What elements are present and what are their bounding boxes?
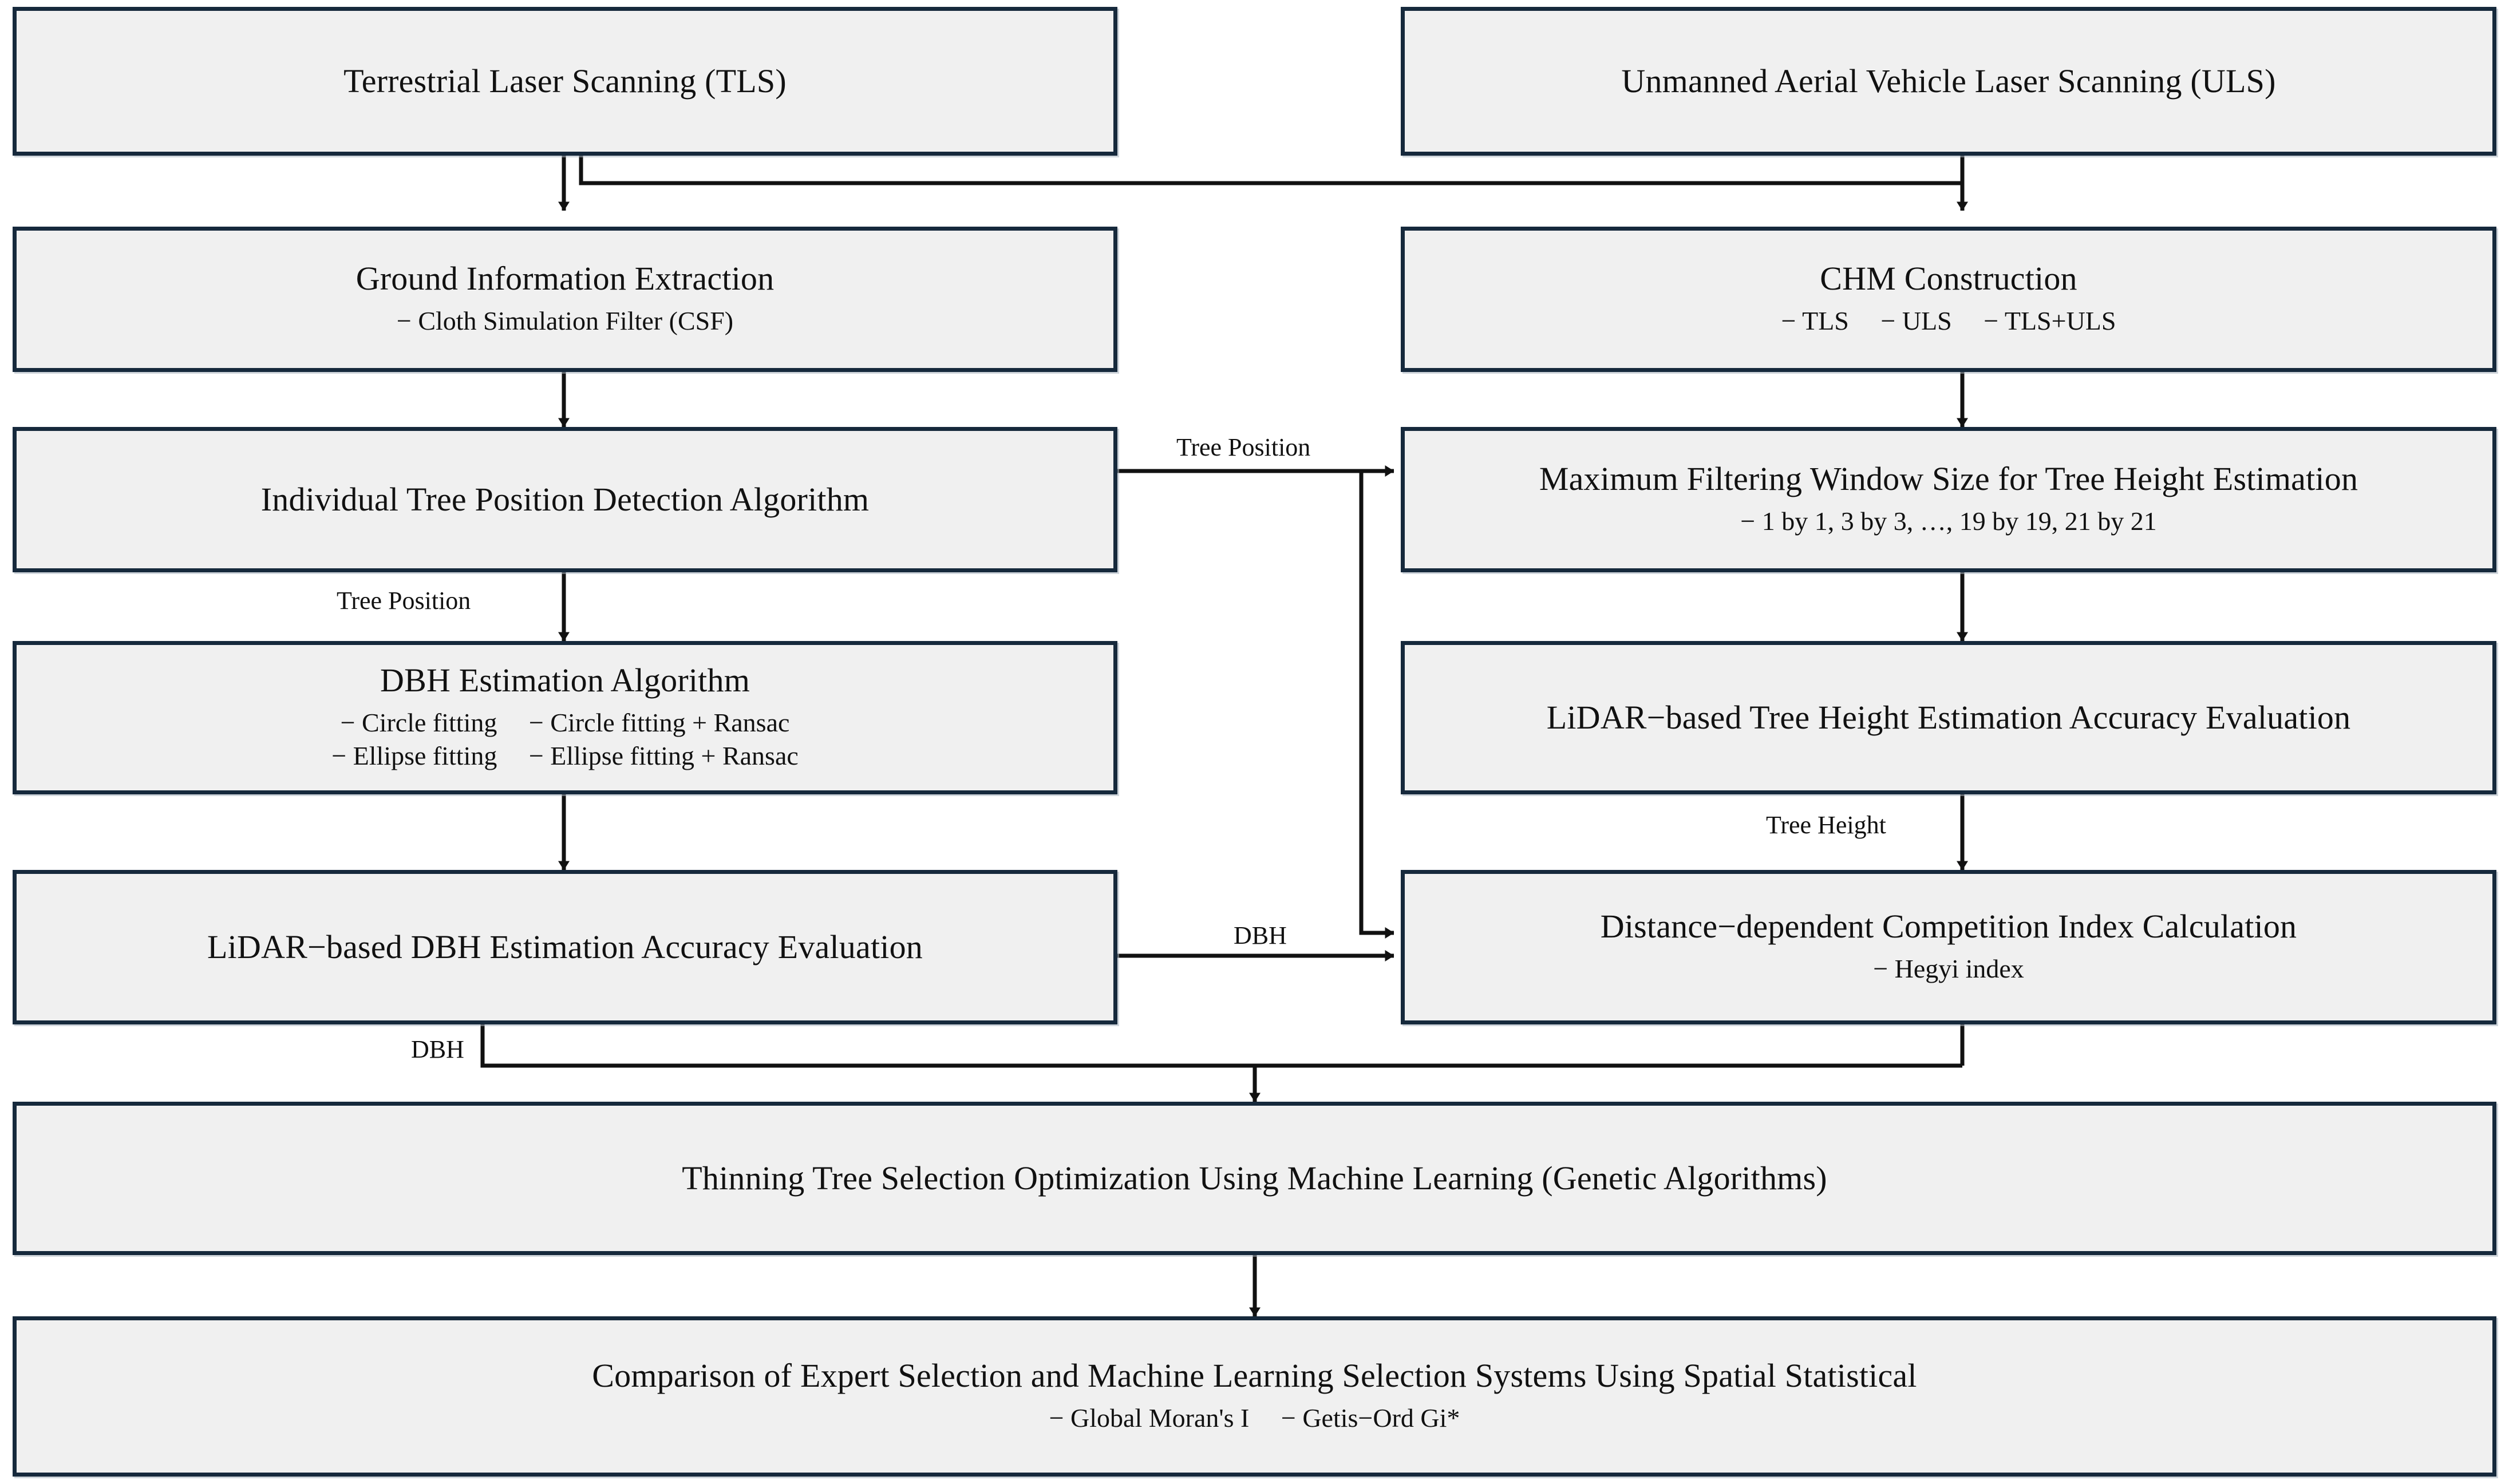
node-sub-item: − Ellipse fitting — [331, 741, 497, 771]
edge-label-tree-height-down: Tree Height — [1766, 811, 1886, 839]
node-sub-item: − ULS — [1880, 306, 1952, 336]
node-sub-line: − Ellipse fitting − Ellipse fitting + Ra… — [331, 739, 799, 773]
node-title: Unmanned Aerial Vehicle Laser Scanning (… — [1621, 62, 2276, 100]
node-terrestrial-laser-scanning[interactable]: Terrestrial Laser Scanning (TLS) — [13, 7, 1117, 156]
node-tree-height-accuracy-evaluation[interactable]: LiDAR−based Tree Height Estimation Accur… — [1401, 641, 2496, 794]
edge-label-dbh-right: DBH — [1234, 921, 1287, 949]
node-sub-item: − Ellipse fitting + Ransac — [528, 741, 799, 771]
node-title: Ground Information Extraction — [355, 260, 775, 298]
node-sub-item: − Global Moran's I — [1049, 1403, 1250, 1433]
node-subtitle: − TLS − ULS − TLS+ULS — [1781, 304, 2116, 338]
node-title: LiDAR−based Tree Height Estimation Accur… — [1546, 698, 2351, 736]
node-thinning-tree-selection-optimization[interactable]: Thinning Tree Selection Optimization Usi… — [13, 1102, 2496, 1255]
node-sub-item: − Hegyi index — [1873, 954, 2024, 984]
node-ground-information-extraction[interactable]: Ground Information Extraction − Cloth Si… — [13, 227, 1117, 372]
node-title: Maximum Filtering Window Size for Tree H… — [1539, 460, 2358, 498]
node-sub-item: − TLS+ULS — [1984, 306, 2116, 336]
node-sub-item: − Cloth Simulation Filter (CSF) — [396, 306, 734, 336]
edge-dbhacc-to-bus — [480, 1024, 1962, 1068]
node-sub-item: − Circle fitting — [340, 707, 497, 737]
edge-label-tree-position-right: Tree Position — [1176, 433, 1311, 461]
node-sub-line: − Circle fitting − Circle fitting + Rans… — [331, 706, 799, 740]
node-title: LiDAR−based DBH Estimation Accuracy Eval… — [207, 928, 923, 965]
edge-label-dbh-bottom: DBH — [411, 1035, 464, 1063]
node-title: DBH Estimation Algorithm — [380, 661, 750, 699]
node-title: Distance−dependent Competition Index Cal… — [1600, 908, 2297, 945]
edge-tls-to-chm — [579, 156, 1962, 185]
edge-label-tree-position-down: Tree Position — [337, 587, 471, 615]
node-dbh-accuracy-evaluation[interactable]: LiDAR−based DBH Estimation Accuracy Eval… — [13, 870, 1117, 1024]
node-subtitle: − 1 by 1, 3 by 3, …, 19 by 19, 21 by 21 — [1740, 505, 2156, 539]
node-subtitle: − Hegyi index — [1873, 952, 2024, 986]
node-title: Individual Tree Position Detection Algor… — [260, 480, 870, 518]
node-sub-item: − Circle fitting + Ransac — [528, 707, 790, 737]
node-title: Thinning Tree Selection Optimization Usi… — [682, 1159, 1827, 1197]
node-chm-construction[interactable]: CHM Construction − TLS − ULS − TLS+ULS — [1401, 227, 2496, 372]
node-sub-item: − TLS — [1781, 306, 1849, 336]
node-sub-item: − Getis−Ord Gi* — [1281, 1403, 1460, 1433]
node-title: Terrestrial Laser Scanning (TLS) — [343, 62, 787, 100]
node-subtitle: − Global Moran's I − Getis−Ord Gi* — [1049, 1402, 1460, 1435]
node-maximum-filtering-window-size[interactable]: Maximum Filtering Window Size for Tree H… — [1401, 427, 2496, 572]
node-sub-item: − 1 by 1, 3 by 3, …, 19 by 19, 21 by 21 — [1740, 506, 2157, 536]
node-subtitle: − Cloth Simulation Filter (CSF) — [397, 304, 733, 338]
node-subtitle: − Circle fitting − Circle fitting + Rans… — [331, 706, 799, 774]
node-uav-laser-scanning[interactable]: Unmanned Aerial Vehicle Laser Scanning (… — [1401, 7, 2496, 156]
edge-treepos-to-compidx — [1359, 471, 1394, 939]
node-title: CHM Construction — [1820, 260, 2077, 298]
node-title: Comparison of Expert Selection and Machi… — [592, 1357, 1917, 1395]
node-competition-index-calculation[interactable]: Distance−dependent Competition Index Cal… — [1401, 870, 2496, 1024]
node-comparison-expert-vs-ml[interactable]: Comparison of Expert Selection and Machi… — [13, 1316, 2496, 1477]
node-individual-tree-position-detection[interactable]: Individual Tree Position Detection Algor… — [13, 427, 1117, 572]
node-dbh-estimation-algorithm[interactable]: DBH Estimation Algorithm − Circle fittin… — [13, 641, 1117, 794]
